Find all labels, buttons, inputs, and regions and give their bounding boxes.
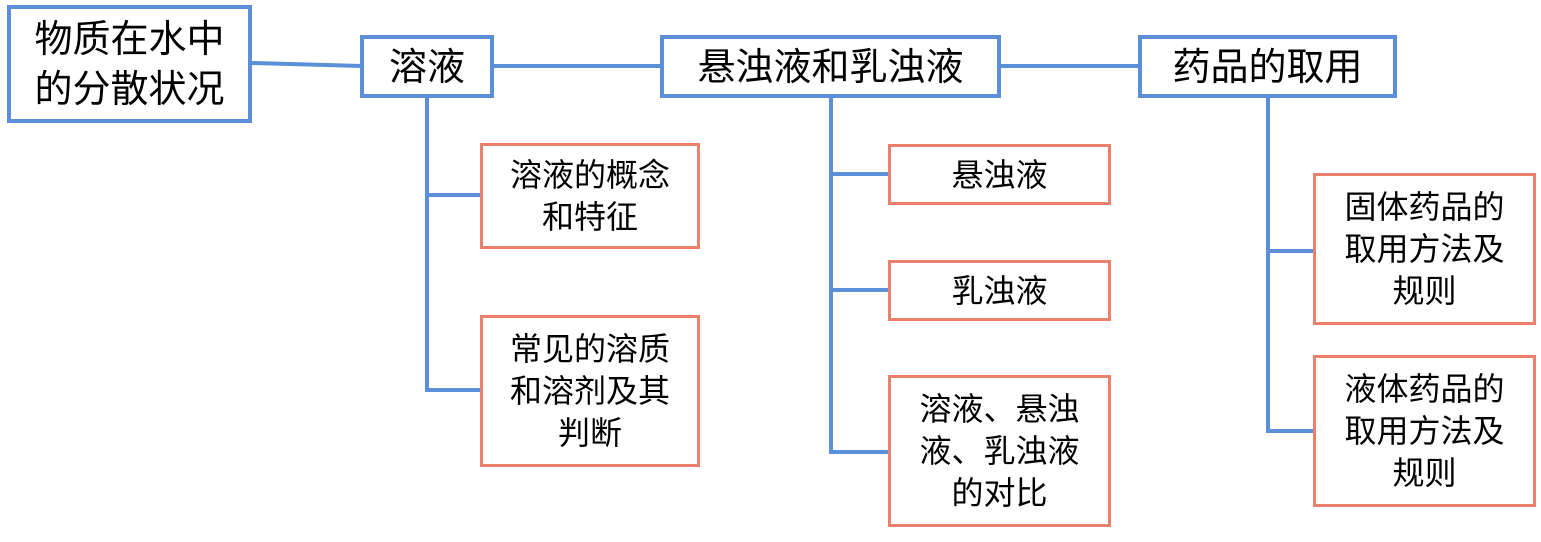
leaf-node: 溶液的概念 和特征 <box>480 143 700 249</box>
connector-root-to-solution <box>249 60 363 69</box>
connector-reagent-branch <box>1266 96 1315 433</box>
section-node-label: 悬浊液和乳浊液 <box>697 44 964 89</box>
section-node-solution: 溶液 <box>360 35 494 98</box>
section-node-label: 药品的取用 <box>1172 44 1363 89</box>
leaf-node-label: 乳浊液 <box>951 271 1048 310</box>
leaf-node-label: 液体药品的 取用方法及 规则 <box>1344 370 1505 492</box>
section-node-reagent-handling: 药品的取用 <box>1138 35 1397 98</box>
leaf-node: 悬浊液 <box>888 144 1111 205</box>
leaf-node: 液体药品的 取用方法及 规则 <box>1313 355 1536 507</box>
leaf-node-label: 悬浊液 <box>951 155 1048 194</box>
connector-solution-branch <box>425 96 482 392</box>
root-node-label: 物质在水中 的分散状况 <box>34 17 225 111</box>
leaf-node-label: 溶液的概念 和特征 <box>509 156 670 236</box>
leaf-node-label: 常见的溶质 和溶剂及其 判断 <box>509 330 670 452</box>
leaf-node: 乳浊液 <box>888 260 1111 321</box>
root-node: 物质在水中 的分散状况 <box>7 5 252 123</box>
leaf-node-label: 固体药品的 取用方法及 规则 <box>1344 188 1505 310</box>
leaf-node: 固体药品的 取用方法及 规则 <box>1313 173 1536 325</box>
leaf-node: 常见的溶质 和溶剂及其 判断 <box>480 315 700 467</box>
section-node-label: 溶液 <box>388 44 465 89</box>
section-node-suspension-emulsion: 悬浊液和乳浊液 <box>660 35 1001 98</box>
connector-suspension-branch <box>829 96 890 454</box>
leaf-node-label: 溶液、悬浊 液、乳浊液 的对比 <box>919 390 1080 512</box>
leaf-node: 溶液、悬浊 液、乳浊液 的对比 <box>888 375 1111 527</box>
